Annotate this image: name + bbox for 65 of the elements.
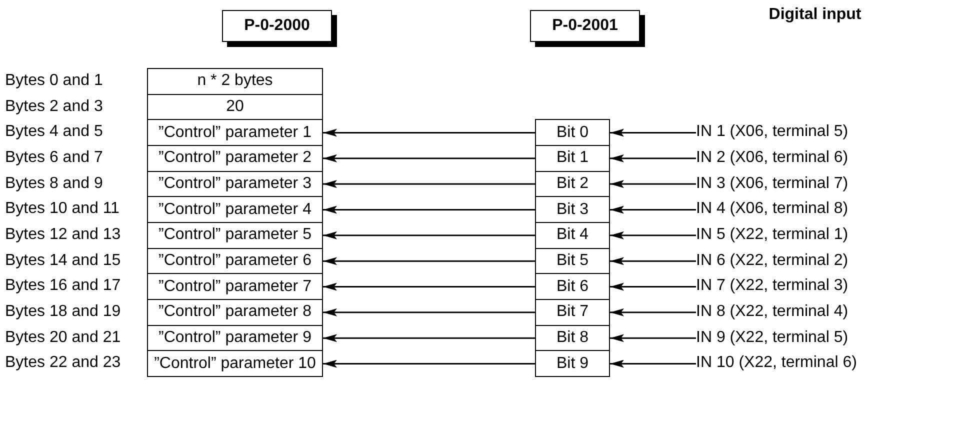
- table-cell: ”Control” parameter 5: [147, 222, 323, 249]
- byte-label: Bytes 12 and 13: [5, 224, 121, 245]
- byte-label: Bytes 18 and 19: [5, 302, 121, 322]
- table-cell: ”Control” parameter 10: [147, 350, 323, 378]
- arrow: [610, 282, 696, 291]
- arrow: [610, 334, 696, 342]
- input-label: IN 7 (X22, terminal 3): [696, 273, 848, 300]
- arrow: [323, 257, 535, 266]
- bit-cell: Bit 1: [535, 145, 610, 172]
- arrow: [323, 206, 535, 214]
- arrow: [323, 282, 535, 291]
- byte-label: Bytes 16 and 17: [5, 276, 121, 296]
- arrow: [323, 180, 535, 188]
- table-cell: n * 2 bytes: [147, 68, 323, 95]
- arrow: [610, 154, 696, 162]
- byte-label: Bytes 2 and 3: [5, 96, 103, 116]
- arrow: [323, 334, 535, 342]
- arrow: [323, 231, 535, 240]
- column-heading: Digital input: [768, 6, 862, 24]
- arrow: [323, 128, 535, 137]
- arrow: [610, 206, 696, 214]
- bit-cell: Bit 7: [535, 299, 610, 326]
- table-cell: ”Control” parameter 1: [147, 119, 323, 146]
- input-label: IN 5 (X22, terminal 1): [696, 222, 848, 248]
- table-cell: ”Control” parameter 4: [147, 196, 323, 224]
- table-cell: ”Control” parameter 6: [147, 248, 323, 274]
- byte-label: Bytes 0 and 1: [5, 70, 103, 91]
- bit-cell: Bit 2: [535, 170, 610, 198]
- input-label: IN 2 (X06, terminal 6): [696, 145, 848, 171]
- bit-cell: Bit 5: [535, 248, 610, 274]
- table-cell: ”Control” parameter 7: [147, 273, 323, 300]
- table-cell: ”Control” parameter 3: [147, 170, 323, 198]
- bit-cell: Bit 4: [535, 222, 610, 249]
- input-label: IN 9 (X22, terminal 5): [696, 324, 848, 350]
- input-label: IN 10 (X22, terminal 6): [696, 350, 857, 376]
- arrow: [323, 154, 535, 162]
- arrow: [610, 360, 696, 368]
- table-cell: ”Control” parameter 2: [147, 145, 323, 172]
- input-label: IN 4 (X06, terminal 8): [696, 196, 848, 222]
- table-cell: ”Control” parameter 9: [147, 324, 323, 352]
- byte-label: Bytes 8 and 9: [5, 174, 103, 194]
- arrow: [610, 128, 696, 137]
- bit-cell: Bit 6: [535, 273, 610, 300]
- arrow: [323, 308, 535, 316]
- byte-label: Bytes 20 and 21: [5, 328, 121, 348]
- arrow: [610, 308, 696, 316]
- arrow: [610, 231, 696, 240]
- input-label: IN 1 (X06, terminal 5): [696, 119, 848, 146]
- arrow: [610, 180, 696, 188]
- byte-label: Bytes 22 and 23: [5, 353, 121, 374]
- bit-cell: Bit 0: [535, 119, 610, 146]
- input-label: IN 3 (X06, terminal 7): [696, 170, 848, 196]
- arrow: [323, 360, 535, 368]
- byte-label: Bytes 14 and 15: [5, 250, 121, 271]
- input-label: IN 8 (X22, terminal 4): [696, 299, 848, 325]
- bit-cell: Bit 9: [535, 350, 610, 378]
- table-cell: 20: [147, 94, 323, 120]
- byte-label: Bytes 10 and 11: [5, 199, 120, 220]
- byte-label: Bytes 4 and 5: [5, 122, 103, 142]
- byte-label: Bytes 6 and 7: [5, 148, 103, 168]
- input-label: IN 6 (X22, terminal 2): [696, 248, 848, 274]
- table-cell: ”Control” parameter 8: [147, 299, 323, 326]
- bit-cell: Bit 8: [535, 324, 610, 352]
- arrow: [610, 257, 696, 266]
- bit-cell: Bit 3: [535, 196, 610, 224]
